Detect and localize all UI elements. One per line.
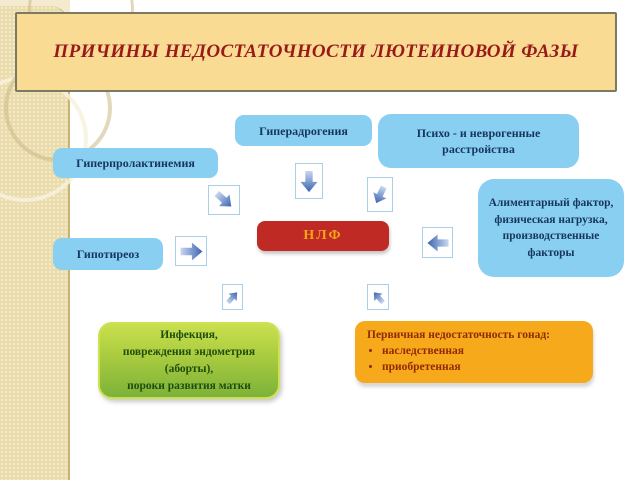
arrow-right-icon (175, 236, 207, 266)
gonads-list: наследственная приобретенная (367, 343, 585, 375)
cause-line: повреждения эндометрия (122, 345, 256, 358)
gonads-item: наследственная (382, 343, 585, 359)
cause-box-hyperandrogenia: Гиперадрогения (235, 115, 372, 146)
cause-label: Гиперадрогения (259, 123, 348, 138)
cause-box-psycho-neurogenic: Психо - и неврогенные расстройства (378, 114, 579, 168)
cause-line: (аборты), (164, 362, 214, 375)
cause-label: Гиперпролактинемия (76, 156, 195, 170)
nlf-label: НЛФ (303, 228, 343, 243)
arrow-northeast-icon (222, 284, 243, 310)
cause-line: пороки развития матки (127, 379, 251, 392)
arrow-left-icon (422, 227, 453, 258)
cause-line: Инфекция, (160, 328, 218, 341)
arrow-down-icon (295, 163, 323, 199)
cause-box-hyperprolactinemia: Гиперпролактинемия (53, 148, 218, 178)
gonads-title: Первичная недостаточность гонад: (367, 329, 550, 341)
cause-box-alimentary-factors: Алиментарный фактор, физическая нагрузка… (478, 179, 624, 277)
cause-label: Психо - и неврогенные расстройства (416, 126, 541, 156)
cause-box-gonadal-insufficiency: Первичная недостаточность гонад: наследс… (355, 321, 593, 383)
arrow-southeast-icon (208, 185, 240, 215)
cause-label: Алиментарный фактор, физическая нагрузка… (488, 197, 614, 259)
central-nlf-box: НЛФ (257, 221, 389, 251)
arrow-down-left-icon (367, 177, 393, 212)
slide-title-banner: ПРИЧИНЫ НЕДОСТАТОЧНОСТИ ЛЮТЕИНОВОЙ ФАЗЫ (15, 12, 617, 92)
gonads-item: приобретенная (382, 359, 585, 375)
cause-label: Гипотиреоз (76, 247, 140, 261)
arrow-northwest-icon (367, 284, 389, 310)
slide-title: ПРИЧИНЫ НЕДОСТАТОЧНОСТИ ЛЮТЕИНОВОЙ ФАЗЫ (53, 41, 579, 62)
cause-box-hypothyreosis: Гипотиреоз (53, 238, 163, 270)
cause-box-infection: Инфекция, повреждения эндометрия (аборты… (98, 322, 280, 399)
